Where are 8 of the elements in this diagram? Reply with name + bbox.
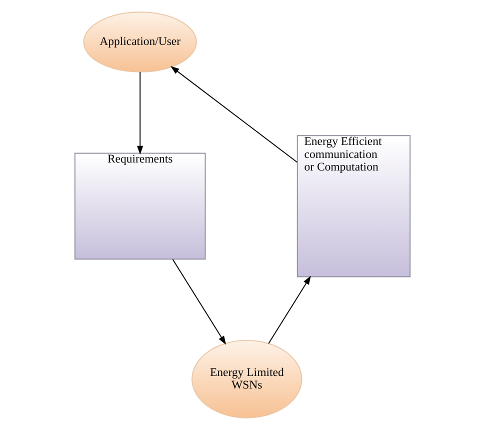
arrow (268, 276, 311, 344)
node-ellipse: Application/User (83, 12, 197, 72)
arrow (172, 258, 226, 345)
arrow (170, 66, 298, 163)
arrow (137, 72, 144, 155)
node-ellipse: Energy Limited WSNs (192, 340, 302, 418)
node-box: Energy Efficient communication or Computation (296, 135, 411, 278)
node-box: Requirements (74, 152, 206, 260)
